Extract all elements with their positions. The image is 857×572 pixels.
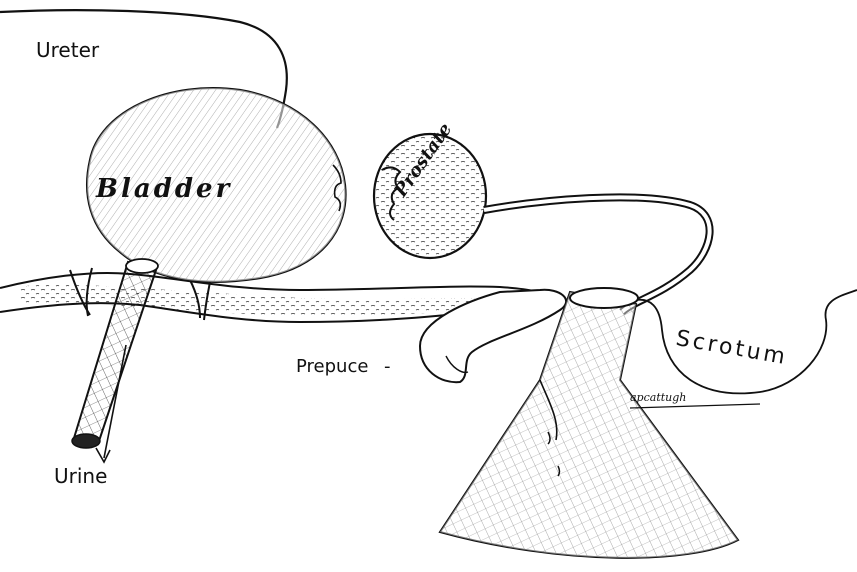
prepuce-label: Prepuce: [296, 358, 368, 376]
signature: apcattugh: [630, 392, 686, 403]
prepuce-dash: -: [384, 358, 391, 376]
signature-underline: [630, 404, 760, 408]
bladder-label: Bladder: [96, 176, 232, 202]
urine-label: Urine: [54, 466, 107, 486]
ureter-label: Ureter: [36, 40, 99, 60]
